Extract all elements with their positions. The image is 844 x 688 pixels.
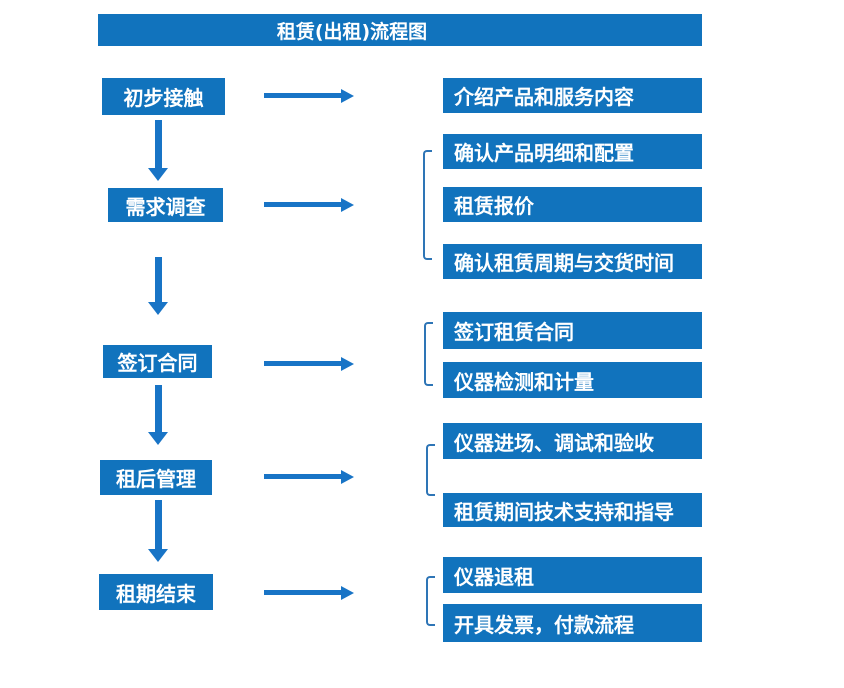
arrow-right-icon [264, 197, 354, 212]
arrow-down-icon [148, 120, 168, 181]
arrow-right-icon [264, 356, 354, 371]
page-title: 租赁(出租)流程图 [276, 20, 428, 43]
stage-sign-contract: 签订合同 [103, 345, 212, 378]
detail-confirm-product-details: 确认产品明细和配置 [443, 134, 702, 169]
stage-initial-contact: 初步接触 [102, 78, 225, 115]
detail-rental-tech-support: 租赁期间技术支持和指导 [443, 493, 702, 527]
arrow-right-icon [264, 585, 354, 600]
detail-instrument-setup-acceptance: 仪器进场、调试和验收 [443, 423, 702, 459]
detail-instrument-inspection-metering: 仪器检测和计量 [443, 362, 702, 398]
arrow-down-icon [148, 257, 168, 315]
arrow-down-icon [148, 500, 168, 562]
detail-invoice-payment-process: 开具发票，付款流程 [443, 604, 702, 642]
detail-introduce-products-services: 介绍产品和服务内容 [443, 78, 702, 113]
title-bar: 租赁(出租)流程图 [98, 14, 702, 46]
detail-sign-rental-contract: 签订租赁合同 [443, 312, 702, 349]
detail-rental-quote: 租赁报价 [443, 187, 702, 222]
detail-instrument-return: 仪器退租 [443, 557, 702, 593]
group-bracket [426, 444, 435, 496]
group-bracket [426, 576, 435, 626]
arrow-down-icon [148, 385, 168, 445]
group-bracket [423, 150, 432, 260]
group-bracket [424, 322, 433, 386]
arrow-right-icon [264, 469, 354, 484]
stage-needs-survey: 需求调查 [108, 188, 223, 222]
stage-rental-end: 租期结束 [99, 574, 213, 610]
detail-confirm-rental-period-delivery: 确认租赁周期与交货时间 [443, 244, 702, 279]
arrow-right-icon [264, 88, 354, 103]
stage-post-rental-management: 租后管理 [100, 460, 212, 495]
